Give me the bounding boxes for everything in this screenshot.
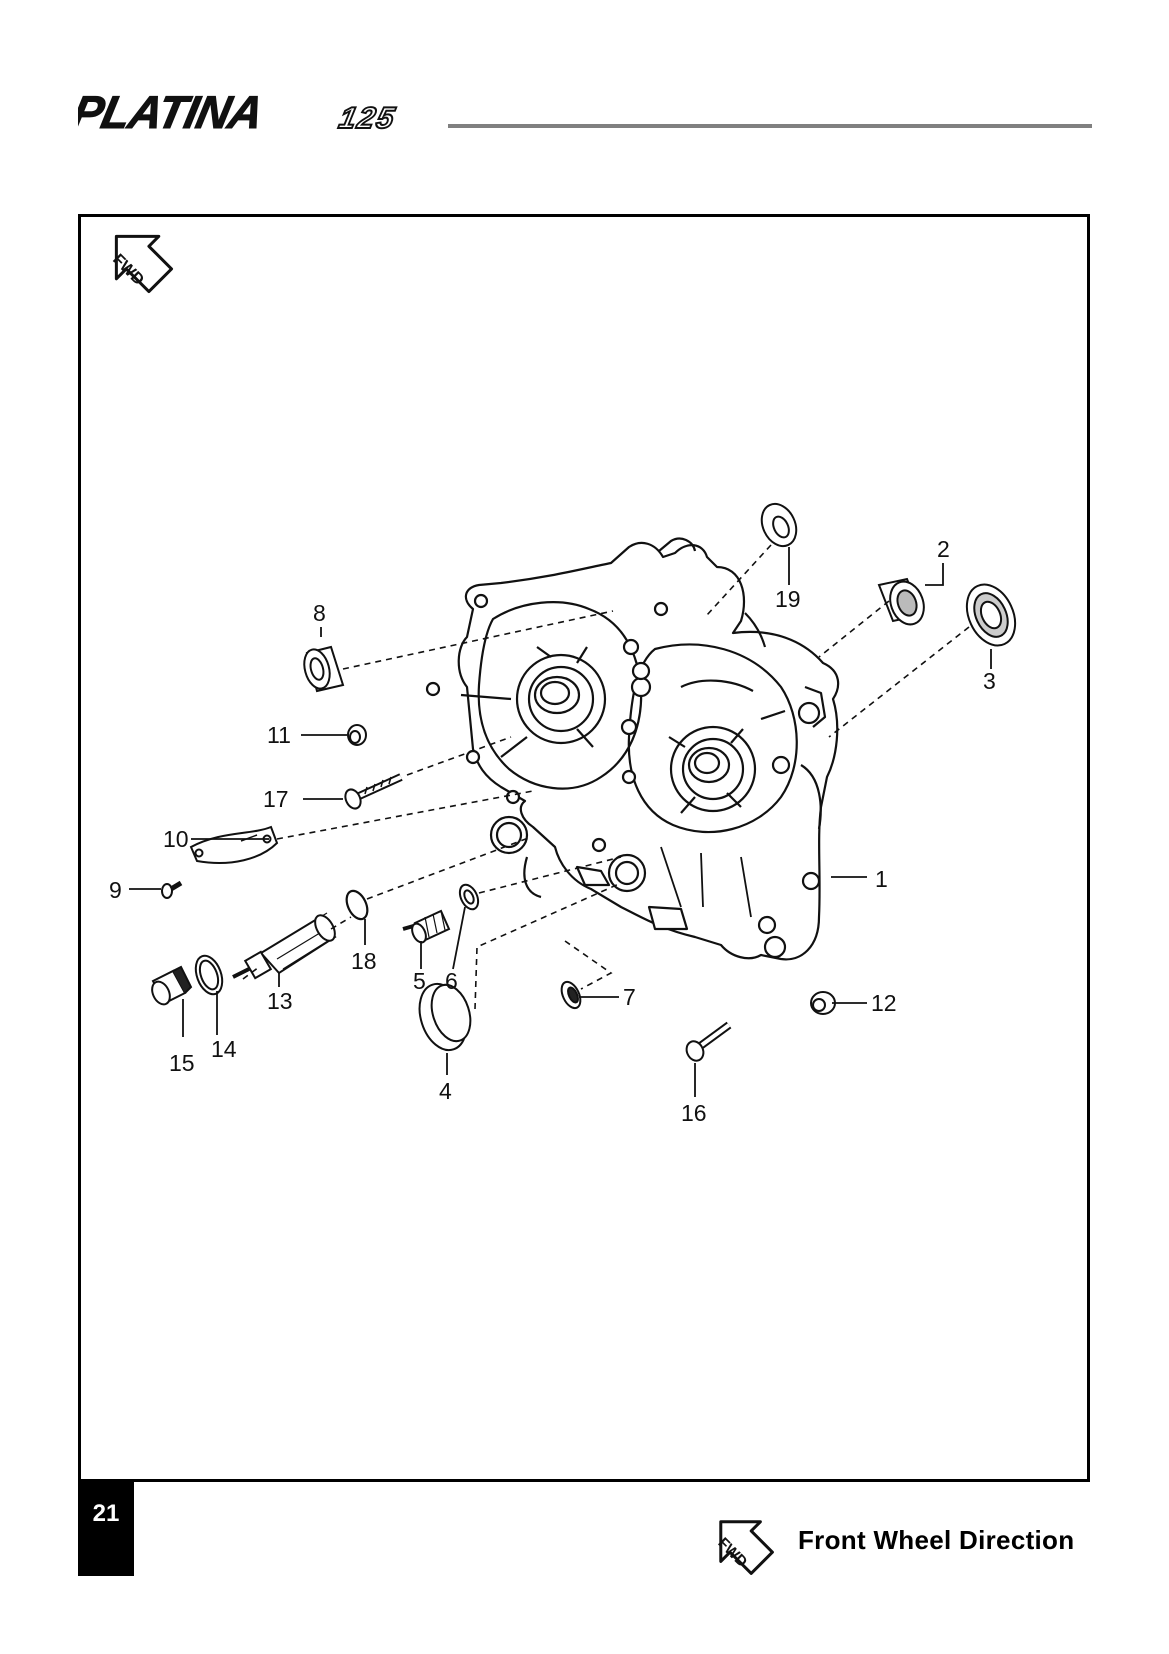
header-graphic: PLATINA 125 xyxy=(78,88,1092,138)
part-17-bolt xyxy=(344,773,403,810)
platina-logo: PLATINA 125 xyxy=(78,88,400,138)
callout-3: 3 xyxy=(983,668,996,694)
callout-labels: 1 2 3 4 5 6 7 8 9 10 11 12 13 14 15 16 1… xyxy=(109,536,996,1126)
part-3-ball-bearing xyxy=(965,583,1017,647)
callout-18: 18 xyxy=(351,948,377,974)
part-14-o-ring xyxy=(194,954,224,996)
diagram-frame: FWD xyxy=(78,214,1090,1482)
callout-5: 5 xyxy=(413,968,426,994)
callout-14: 14 xyxy=(211,1036,237,1062)
callout-1: 1 xyxy=(875,866,888,892)
callout-6: 6 xyxy=(445,968,458,994)
logo-model: 125 xyxy=(336,102,399,135)
fwd-legend-label: Front Wheel Direction xyxy=(798,1525,1075,1555)
part-8-bush xyxy=(303,645,345,693)
callout-4: 4 xyxy=(439,1078,452,1104)
part-7-seal xyxy=(560,980,582,1010)
callout-16: 16 xyxy=(681,1100,707,1126)
callout-17: 17 xyxy=(263,786,289,812)
part-11-dowel xyxy=(347,724,367,746)
part-16-bolt xyxy=(685,1021,732,1062)
part-13-strainer xyxy=(232,912,337,980)
fwd-arrow-icon: FWD xyxy=(714,1520,774,1575)
fwd-legend: FWD Front Wheel Direction xyxy=(700,1505,1092,1575)
callout-11: 11 xyxy=(267,722,291,748)
header: PLATINA 125 xyxy=(78,88,1092,138)
callout-13: 13 xyxy=(267,988,293,1014)
callout-19: 19 xyxy=(775,586,801,612)
part-6-washer xyxy=(458,883,480,911)
callout-9: 9 xyxy=(109,877,122,903)
part-10-plate xyxy=(189,825,279,864)
callout-8: 8 xyxy=(313,600,326,626)
leader-lines xyxy=(129,547,992,1097)
callout-12: 12 xyxy=(871,990,897,1016)
part-19-washer xyxy=(760,502,798,548)
header-rule xyxy=(448,124,1092,128)
fwd-arrow-icon: FWD xyxy=(109,234,174,294)
part-9-screw xyxy=(161,880,183,899)
page-number: 21 xyxy=(78,1482,134,1576)
assembly-lines xyxy=(242,544,970,1010)
part-5-neutral-switch xyxy=(402,909,451,944)
part-12-dowel xyxy=(810,991,836,1015)
callout-7: 7 xyxy=(623,984,636,1010)
part-15-drain-plug xyxy=(151,965,193,1006)
part-4-oil-seal xyxy=(418,982,472,1052)
logo-wordmark: PLATINA xyxy=(78,88,267,138)
crankcase-half xyxy=(425,537,840,961)
part-2-needle-bearing xyxy=(877,577,925,626)
part-18-circlip xyxy=(345,889,369,921)
callout-15: 15 xyxy=(169,1050,195,1076)
callout-2: 2 xyxy=(937,536,950,562)
callout-10: 10 xyxy=(163,826,189,852)
exploded-parts-diagram: FWD xyxy=(109,234,1017,1126)
